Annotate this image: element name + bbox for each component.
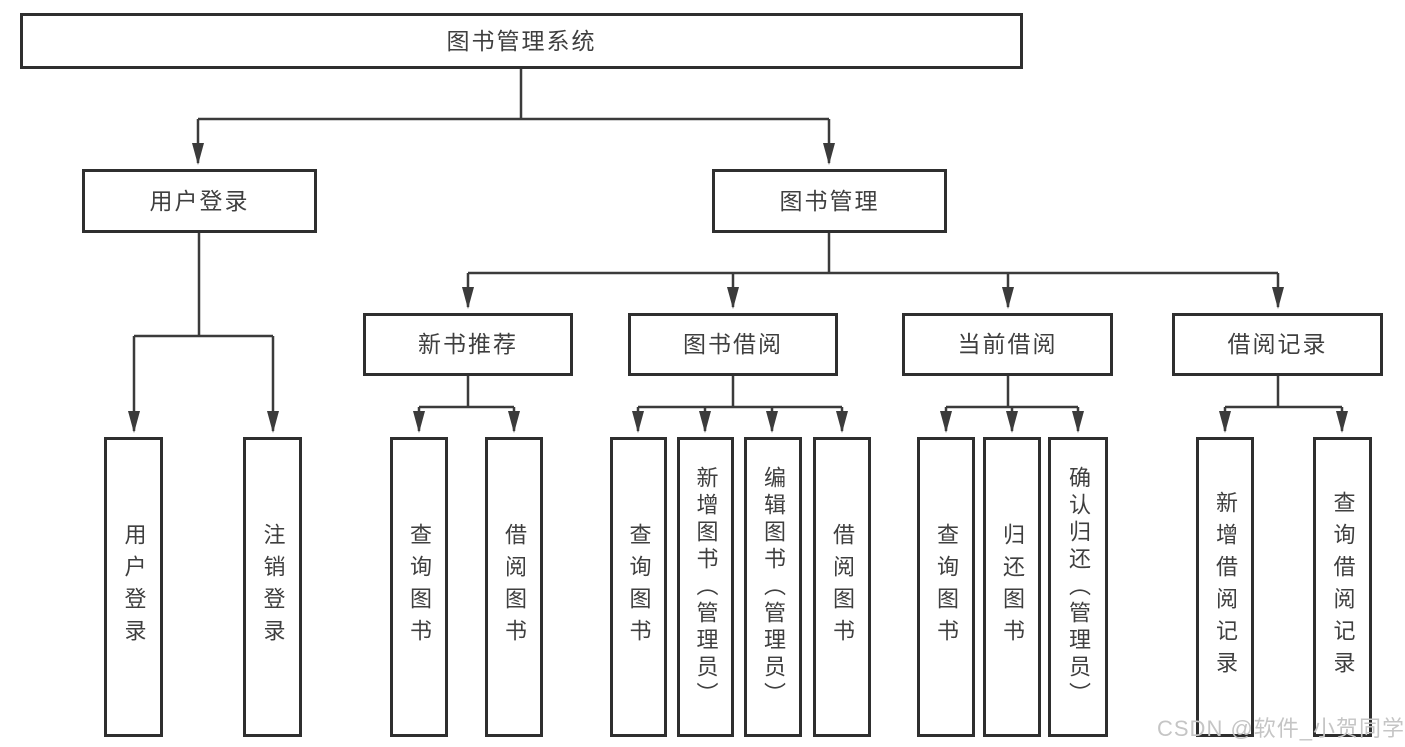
node-borrow-records-label: 借阅记录 — [1227, 331, 1328, 357]
leaf-bb-edit-book-admin-label: 编辑图书（管理员） — [761, 465, 786, 709]
node-new-book-recommend: 新书推荐 — [363, 313, 573, 376]
node-user-login-label: 用户登录 — [149, 187, 250, 214]
csdn-watermark: CSDN @软件_小贺同学 — [1157, 716, 1405, 741]
leaf-bb-add-book-admin-label: 新增图书（管理员） — [693, 465, 719, 709]
root-split-line — [198, 69, 829, 121]
leaf-br-query-record-label: 查询借阅记录 — [1330, 491, 1356, 683]
node-current-borrow: 当前借阅 — [902, 313, 1113, 376]
leaf-bb-add-book-admin: 新增图书（管理员） — [677, 437, 734, 737]
leaf-bb-borrow-books-label: 借阅图书 — [830, 523, 855, 651]
node-book-borrow: 图书借阅 — [628, 313, 838, 376]
node-root-label: 图书管理系统 — [446, 27, 597, 54]
node-book-management: 图书管理 — [712, 169, 947, 233]
node-borrow-records: 借阅记录 — [1172, 313, 1383, 376]
node-current-borrow-label: 当前借阅 — [957, 331, 1058, 357]
leaf-cb-query-books: 查询图书 — [917, 437, 975, 737]
leaf-bb-query-books-label: 查询图书 — [626, 523, 652, 651]
node-new-book-recommend-label: 新书推荐 — [418, 331, 518, 357]
node-user-login: 用户登录 — [82, 169, 317, 233]
leaf-cb-return-book-label: 归还图书 — [1000, 523, 1025, 651]
user-login-split-line — [134, 233, 273, 338]
book-borrow-split-line — [638, 376, 842, 409]
leaf-bb-borrow-books: 借阅图书 — [813, 437, 871, 737]
leaf-cb-query-books-label: 查询图书 — [934, 523, 959, 651]
leaf-nb-query-books: 查询图书 — [390, 437, 448, 737]
leaf-bb-edit-book-admin: 编辑图书（管理员） — [744, 437, 802, 737]
leaf-bb-query-books: 查询图书 — [610, 437, 667, 737]
leaf-user-login: 用户登录 — [104, 437, 163, 737]
leaf-cb-confirm-return-admin: 确认归还（管理员） — [1048, 437, 1108, 737]
leaf-nb-query-books-label: 查询图书 — [407, 523, 432, 651]
leaf-logout: 注销登录 — [243, 437, 302, 737]
leaf-logout-label: 注销登录 — [260, 523, 286, 651]
book-management-split-line — [468, 233, 1278, 275]
leaf-cb-return-book: 归还图书 — [983, 437, 1041, 737]
borrow-records-split-line — [1225, 376, 1342, 409]
leaf-cb-confirm-return-admin-label: 确认归还（管理员） — [1066, 465, 1091, 709]
node-root: 图书管理系统 — [20, 13, 1023, 69]
current-borrow-split-line — [946, 376, 1078, 409]
new-book-split-line — [419, 376, 514, 409]
node-book-borrow-label: 图书借阅 — [683, 331, 783, 357]
leaf-br-query-record: 查询借阅记录 — [1313, 437, 1372, 737]
leaf-nb-borrow-books-label: 借阅图书 — [502, 523, 527, 651]
leaf-br-add-record-label: 新增借阅记录 — [1213, 491, 1238, 683]
leaf-user-login-label: 用户登录 — [121, 523, 147, 651]
leaf-br-add-record: 新增借阅记录 — [1196, 437, 1254, 737]
node-book-management-label: 图书管理 — [779, 187, 880, 214]
leaf-nb-borrow-books: 借阅图书 — [485, 437, 543, 737]
